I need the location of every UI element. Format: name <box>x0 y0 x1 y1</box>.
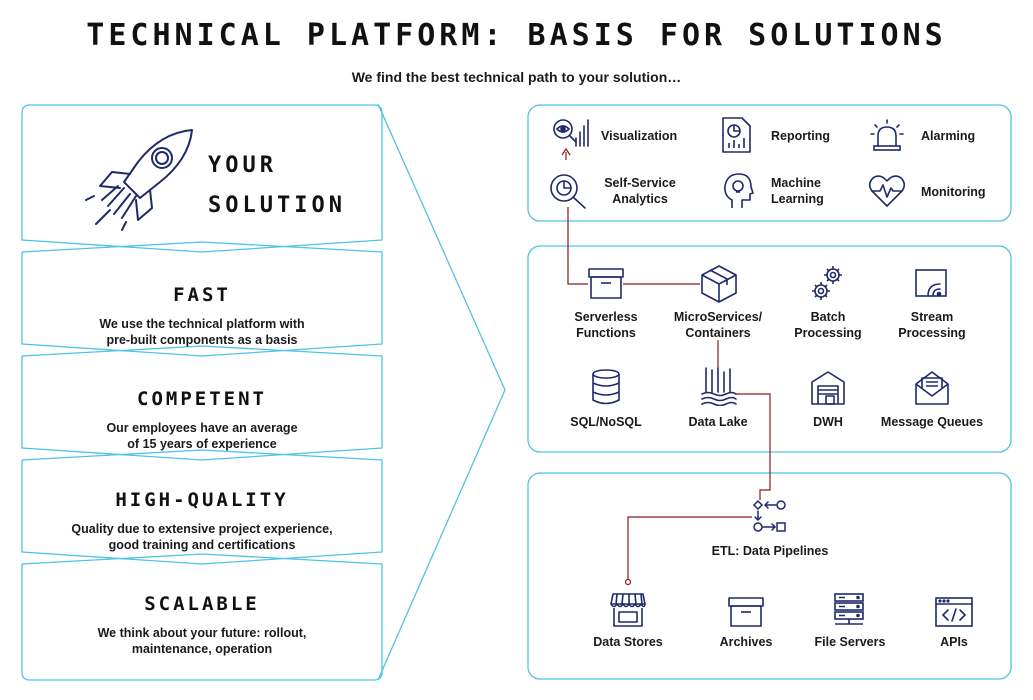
quality-description: We think about your future: rollout, mai… <box>22 625 382 657</box>
label-line: Processing <box>898 326 966 340</box>
high-quality-box <box>21 449 383 565</box>
visualization-icon <box>553 119 589 147</box>
pipeline-icon <box>752 499 786 532</box>
rocket-icon <box>85 129 193 231</box>
label-line: Machine <box>771 176 822 190</box>
your-solution-line1: YOUR <box>208 153 277 178</box>
analytics-icon <box>550 174 586 209</box>
connectors <box>565 152 771 580</box>
label-line: Serverless <box>574 310 638 324</box>
scalable-box <box>21 553 383 681</box>
database-icon <box>592 369 620 405</box>
quality-description: Quality due to extensive project experie… <box>22 521 382 553</box>
quality-heading: SCALABLE <box>144 593 260 615</box>
stream-icon <box>915 269 947 297</box>
your-solution-label: YOUR SOLUTION <box>208 146 346 226</box>
gears-icon <box>812 266 842 300</box>
alarming-label: Alarming <box>921 129 976 143</box>
sql-nosql-label: SQL/NoSQL <box>570 415 642 429</box>
analytics-layer-box <box>527 104 1012 222</box>
quality-desc-line: We use the technical platform with <box>99 317 305 331</box>
quality-high-quality: HIGH-QUALITY Quality due to extensive pr… <box>22 489 382 553</box>
quality-heading: FAST <box>173 284 231 306</box>
competent-box <box>21 345 383 461</box>
store-icon <box>610 593 646 627</box>
api-icon <box>935 597 973 627</box>
quality-desc-line: pre-built components as a basis <box>106 333 298 347</box>
batch-processing-label: Batch Processing <box>782 309 874 341</box>
file-servers-label: File Servers <box>814 635 886 649</box>
monitoring-label: Monitoring <box>921 185 986 199</box>
your-solution-line2: SOLUTION <box>208 193 346 218</box>
quality-scalable: SCALABLE We think about your future: rol… <box>22 593 382 657</box>
quality-desc-line: We think about your future: rollout, <box>97 626 307 640</box>
data-lake-label: Data Lake <box>688 415 748 429</box>
label-line: MicroServices/ <box>673 310 763 324</box>
reporting-icon <box>722 117 751 153</box>
alarm-icon <box>870 119 904 151</box>
archives-label: Archives <box>719 635 773 649</box>
quality-fast: FAST We use the technical platform with … <box>22 284 382 348</box>
serverless-label: Serverless Functions <box>560 309 652 341</box>
quality-competent: COMPETENT Our employees have an average … <box>22 388 382 452</box>
big-arrow <box>377 103 506 681</box>
label-line: Functions <box>576 326 636 340</box>
label-line: Learning <box>771 192 824 206</box>
label-line: Processing <box>794 326 862 340</box>
label-line: Self-Service <box>604 176 676 190</box>
quality-desc-line: good training and certifications <box>108 538 296 552</box>
quality-description: We use the technical platform with pre-b… <box>22 316 382 348</box>
quality-desc-line: Quality due to extensive project experie… <box>71 522 333 536</box>
dwh-label: DWH <box>813 415 843 429</box>
etl-label: ETL: Data Pipelines <box>711 544 829 558</box>
label-line: Stream <box>910 310 954 324</box>
quality-heading: HIGH-QUALITY <box>115 489 289 511</box>
label-line: Analytics <box>612 192 668 206</box>
quality-desc-line: Our employees have an average <box>106 421 298 435</box>
stream-processing-label: Stream Processing <box>886 309 978 341</box>
monitoring-icon <box>868 175 906 207</box>
reporting-label: Reporting <box>771 129 831 143</box>
message-queues-label: Message Queues <box>880 415 984 429</box>
self-service-analytics-label: Self-Service Analytics <box>595 175 685 207</box>
data-lake-icon <box>701 367 737 406</box>
apis-label: APIs <box>940 635 968 649</box>
label-line: Batch <box>810 310 846 324</box>
label-line: Containers <box>685 326 751 340</box>
quality-description: Our employees have an average of 15 year… <box>22 420 382 452</box>
serverless-icon <box>588 268 624 299</box>
visualization-label: Visualization <box>601 129 678 143</box>
solution-box <box>21 104 383 253</box>
microservices-label: MicroServices/ Containers <box>668 309 768 341</box>
warehouse-icon <box>811 371 845 405</box>
server-icon <box>834 593 864 625</box>
message-queue-icon <box>915 371 949 405</box>
quality-desc-line: of 15 years of experience <box>127 437 277 451</box>
page-title: TECHNICAL PLATFORM: BASIS FOR SOLUTIONS <box>86 18 947 53</box>
fast-box <box>21 241 383 357</box>
quality-heading: COMPETENT <box>137 388 267 410</box>
data-stores-label: Data Stores <box>593 635 663 649</box>
page-subtitle: We find the best technical path to your … <box>351 69 682 85</box>
archive-icon <box>728 597 764 627</box>
container-icon <box>701 265 737 303</box>
quality-desc-line: maintenance, operation <box>131 642 273 656</box>
machine-learning-label: Machine Learning <box>771 175 824 207</box>
machine-learning-icon <box>724 173 754 208</box>
